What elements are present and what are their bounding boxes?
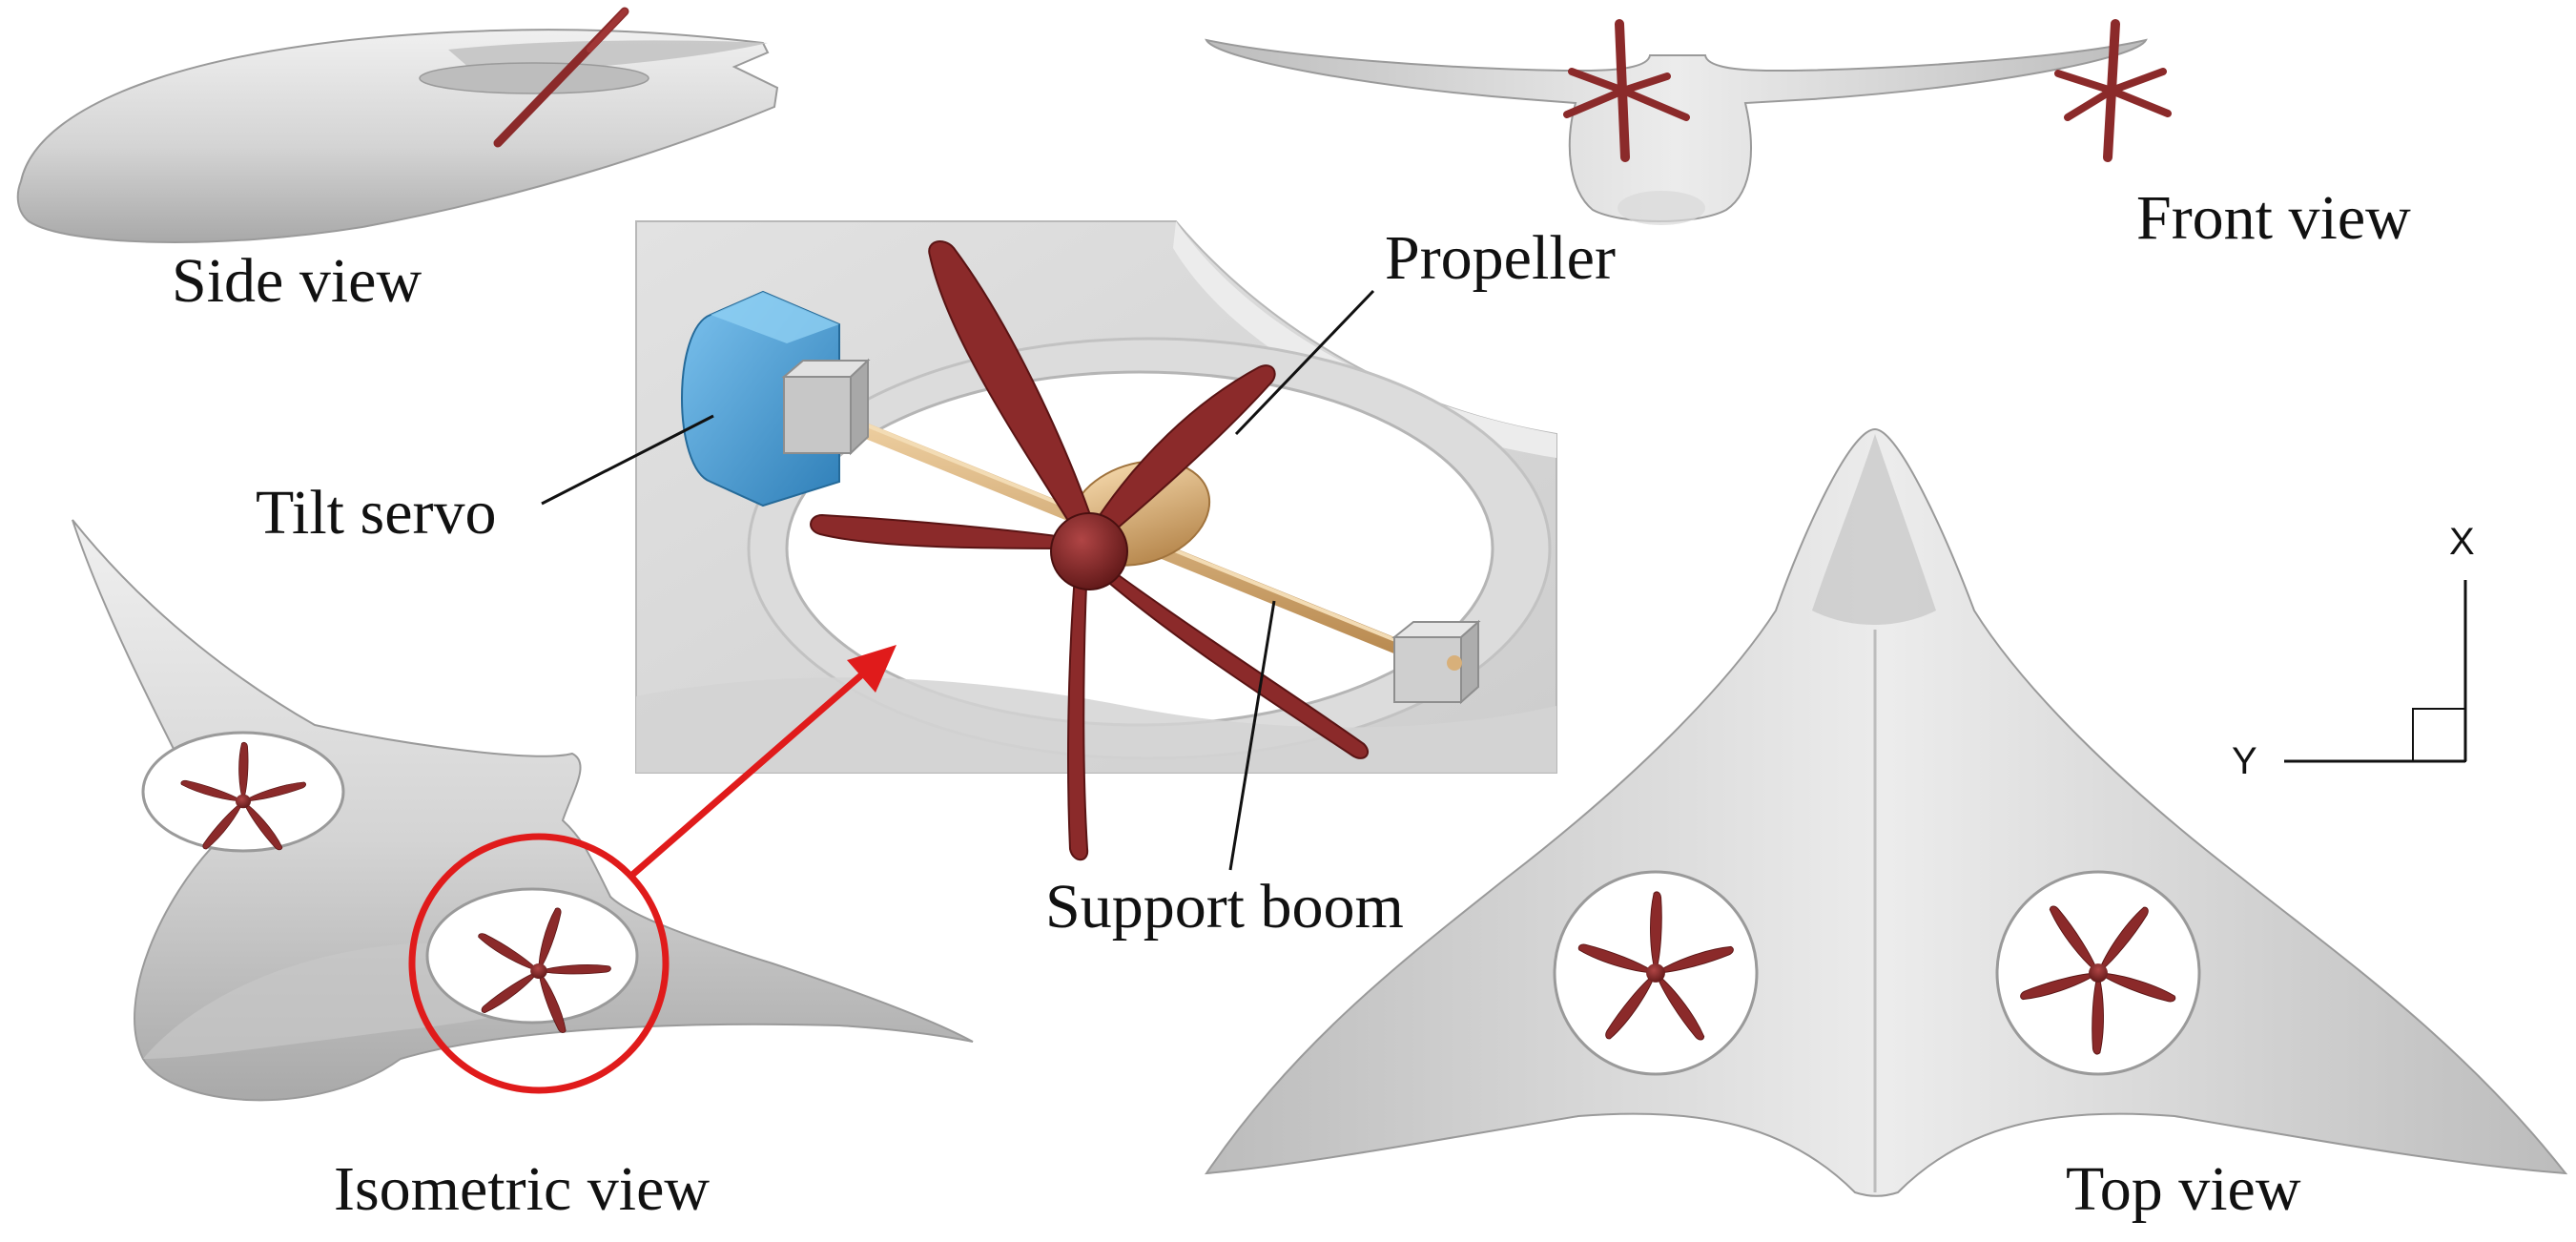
detail-inset (635, 220, 1557, 861)
front-view-label: Front view (2136, 183, 2411, 253)
leader-lines (541, 289, 1375, 871)
coordinate-axes (2284, 580, 2467, 763)
support-boom-leader (1228, 600, 1276, 871)
isometric-view-aircraft (72, 519, 974, 1102)
y-axis-label: Y (2232, 740, 2257, 782)
propeller-leader (1234, 289, 1375, 436)
support-boom-label: Support boom (1045, 872, 1404, 942)
propeller-label: Propeller (1385, 223, 1616, 293)
tilt-servo-leader (541, 414, 714, 506)
top-view-aircraft (1204, 427, 2568, 1197)
side-view-aircraft (16, 7, 779, 243)
top-view-label: Top view (2066, 1154, 2301, 1224)
isometric-view-label: Isometric view (334, 1154, 711, 1224)
boom-end-bracket (1391, 619, 1481, 705)
tilt-servo-unit (681, 290, 871, 507)
highlight-callout (408, 645, 896, 1094)
x-axis-label: X (2449, 521, 2475, 563)
right-angle-marker (2412, 708, 2466, 762)
tilt-servo-label: Tilt servo (256, 478, 497, 548)
side-view-label: Side view (172, 246, 422, 316)
front-view-aircraft (1205, 19, 2172, 225)
large-propeller (810, 240, 1370, 861)
